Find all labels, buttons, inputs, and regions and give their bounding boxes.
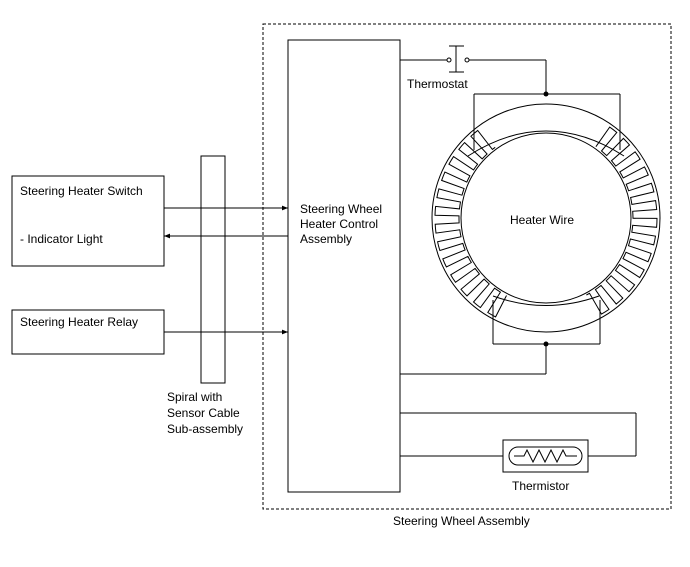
spiral-cable-box — [200, 155, 226, 384]
steering-wheel-assembly-label: Steering Wheel Assembly — [393, 514, 530, 528]
thermostat-switch — [400, 45, 547, 94]
heater-element-zigzag — [434, 126, 658, 318]
indicator-light-label: - Indicator Light — [20, 232, 103, 246]
heater-control-assembly-box — [287, 39, 401, 493]
thermistor-label: Thermistor — [512, 479, 569, 493]
thermistor — [502, 439, 589, 473]
heater-element-segment — [434, 129, 507, 318]
steering-heater-switch-label: Steering Heater Switch — [20, 184, 143, 198]
spiral-cable-label-line1: Spiral with — [167, 390, 222, 404]
control-assembly-label-line2: Heater Control — [300, 217, 378, 231]
heater-element-segment — [586, 126, 658, 315]
spiral-cable-label-line2: Sensor Cable — [167, 406, 240, 420]
control-assembly-label-line1: Steering Wheel — [300, 202, 382, 216]
thermostat-label: Thermostat — [407, 77, 468, 91]
control-assembly-label-line3: Assembly — [300, 232, 352, 246]
heater-bottom-terminal — [400, 300, 601, 375]
steering-heater-switch-box — [11, 175, 165, 267]
top-junction-dot — [543, 91, 549, 97]
thermistor-wiring — [400, 412, 637, 457]
spiral-cable-label-line3: Sub-assembly — [167, 422, 243, 436]
heater-wire-label: Heater Wire — [510, 213, 574, 227]
steering-wheel-assembly-boundary — [262, 23, 672, 510]
steering-heater-relay-box — [11, 309, 165, 355]
steering-heater-relay-label: Steering Heater Relay — [20, 315, 138, 329]
bottom-junction-dot — [543, 341, 549, 347]
heater-wheel — [431, 103, 661, 333]
